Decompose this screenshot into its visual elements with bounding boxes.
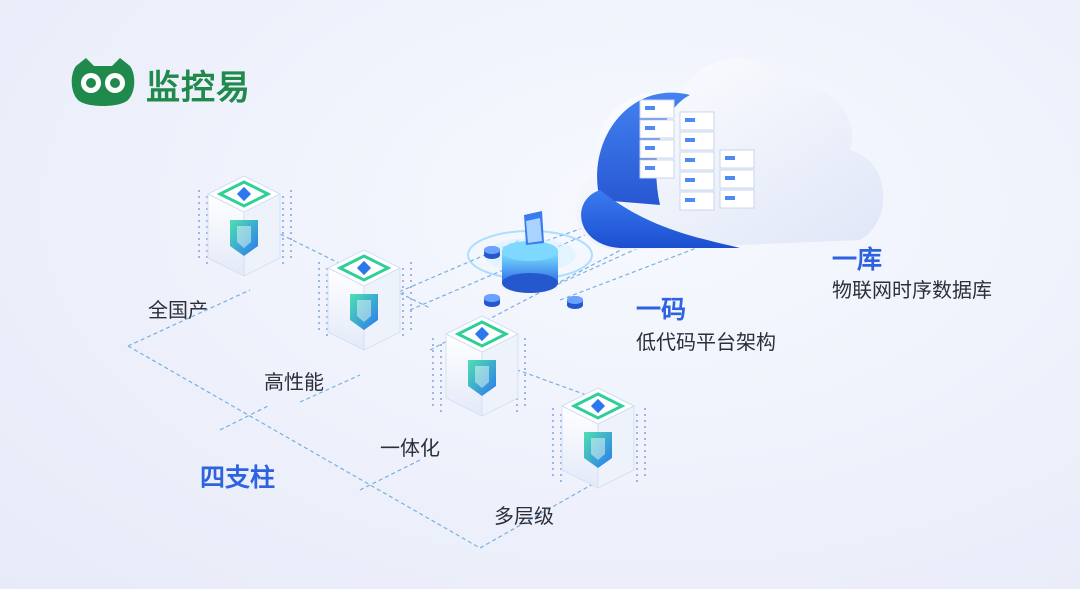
brand-name: 监控易 [146, 68, 251, 108]
cloud-icon [575, 58, 884, 250]
platform-icon [467, 211, 593, 293]
owl-logo-icon [71, 58, 135, 106]
server-cube-icon [444, 314, 520, 418]
pillar-label-multilevel: 多层级 [494, 504, 554, 528]
code-title: 一码 [636, 295, 687, 324]
library-subtitle: 物联网时序数据库 [832, 278, 992, 302]
pillars-title: 四支柱 [200, 463, 276, 492]
pillar-label-domestic: 全国产 [148, 298, 208, 322]
server-cube-icon [326, 248, 402, 352]
library-title: 一库 [832, 245, 883, 274]
code-subtitle: 低代码平台架构 [636, 330, 776, 354]
server-cube-icon [560, 386, 636, 490]
coin-icon [484, 246, 500, 259]
coin-icon [484, 294, 500, 307]
pillar-label-performance: 高性能 [264, 370, 324, 394]
server-cube-icon [206, 174, 282, 278]
pillar-label-integrated: 一体化 [380, 436, 440, 460]
coin-icon [567, 296, 583, 309]
